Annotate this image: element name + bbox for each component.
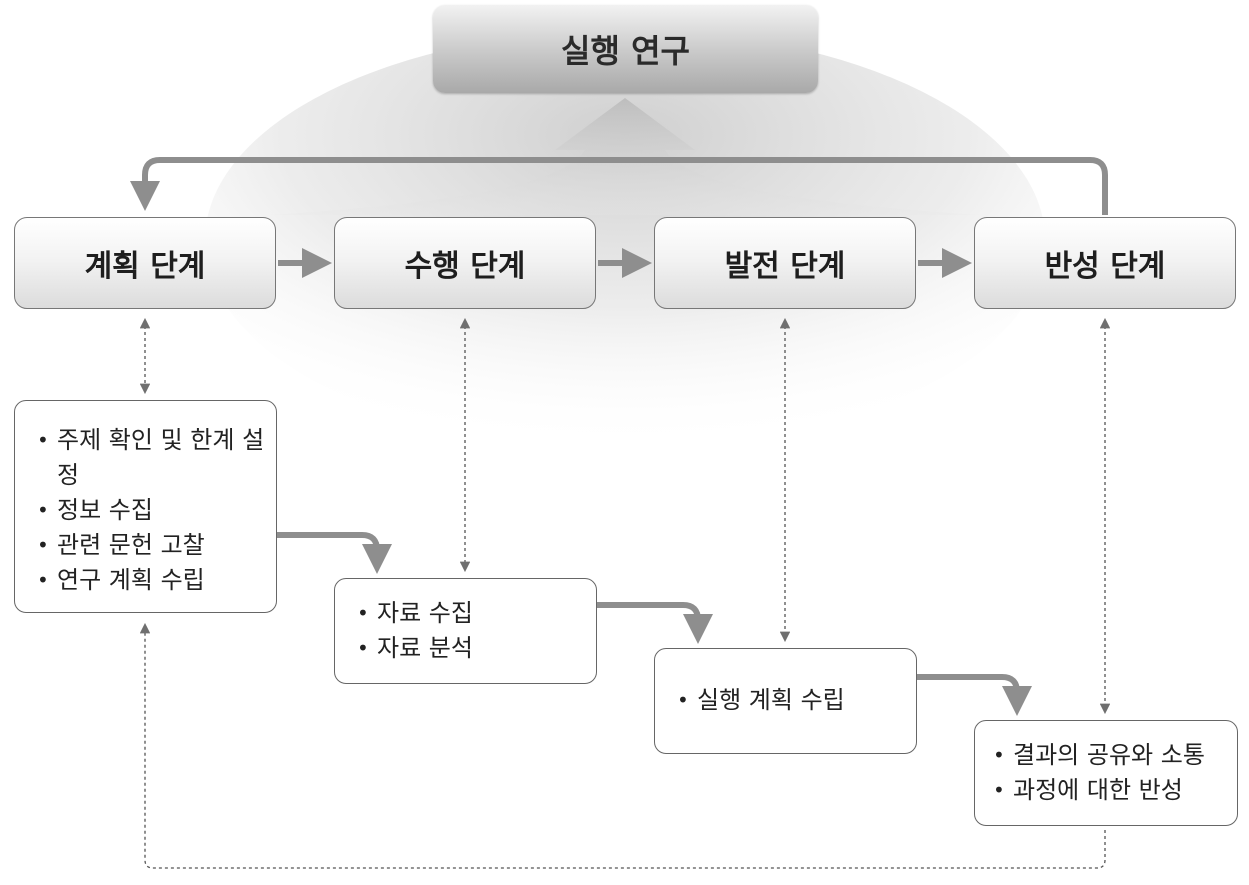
list-item: 연구 계획 수립 [37,563,276,598]
detail-box-planning: 주제 확인 및 한계 설정 정보 수집 관련 문헌 고찰 연구 계획 수립 [14,400,277,613]
list-item: 과정에 대한 반성 [993,773,1237,808]
big-up-arrow [270,98,980,215]
list-item: 결과의 공유와 소통 [993,738,1237,773]
stage-planning: 계획 단계 [14,217,276,309]
step-arrow-1 [277,532,392,574]
stage-reflection: 반성 단계 [974,217,1236,309]
stage-execution: 수행 단계 [334,217,596,309]
stage-label: 발전 단계 [724,249,846,284]
list-item: 관련 문헌 고찰 [37,528,276,563]
detail-box-development: 실행 계획 수립 [654,648,917,754]
list-item: 실행 계획 수립 [677,683,916,718]
stage-label: 반성 단계 [1044,249,1166,284]
stage-development: 발전 단계 [654,217,916,309]
cycle-loop-line [130,157,1108,215]
list-item: 정보 수집 [37,493,276,528]
detail-box-reflection: 결과의 공유와 소통 과정에 대한 반성 [974,720,1238,826]
list-item: 자료 분석 [357,631,596,666]
feedback-loop-dotted [139,622,1106,869]
step-arrow-2 [597,602,713,644]
stage-label: 수행 단계 [404,249,526,284]
detail-box-execution: 자료 수집 자료 분석 [334,578,597,684]
step-arrow-3 [917,674,1032,716]
list-item: 자료 수집 [357,596,596,631]
list-item: 주제 확인 및 한계 설정 [37,423,276,493]
title-box: 실행 연구 [433,5,818,93]
title-text: 실행 연구 [561,32,690,70]
stage-label: 계획 단계 [84,249,206,284]
glow-shape [205,30,1045,450]
